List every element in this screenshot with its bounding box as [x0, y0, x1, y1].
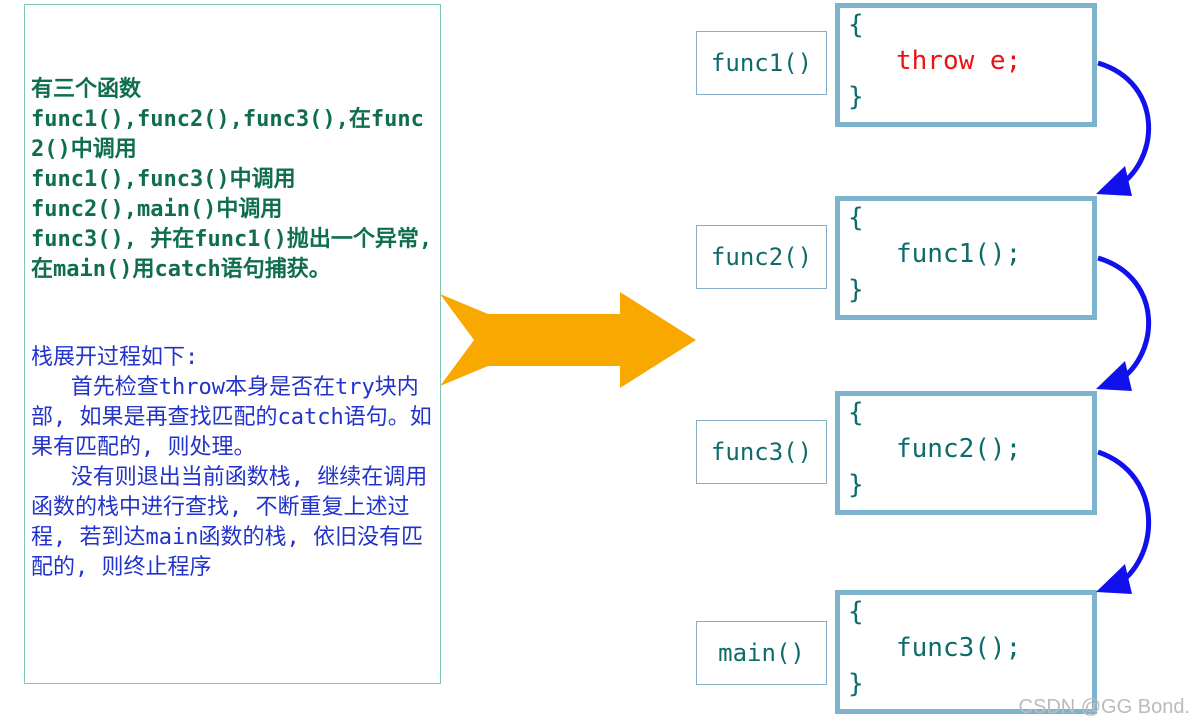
curved-arrow-icon — [1096, 449, 1152, 594]
big-right-arrow-icon — [440, 292, 696, 388]
main-body-box: { func3(); } — [835, 590, 1097, 714]
func1-label: func1() — [696, 31, 827, 95]
curved-arrow-icon — [1096, 255, 1152, 391]
close-brace: } — [848, 82, 864, 112]
curved-arrow-icon — [1096, 60, 1152, 196]
func-name: func1() — [710, 49, 813, 77]
open-brace: { — [848, 203, 864, 233]
func2-label: func2() — [696, 225, 827, 289]
func3-body-box: { func2(); } — [835, 391, 1097, 515]
call-statement: func1(); — [896, 239, 1022, 269]
stack-unwinding-text: 栈展开过程如下: 首先检查throw本身是否在try块内部, 如果是再查找匹配的… — [31, 345, 432, 580]
func-name: func3() — [710, 438, 813, 466]
func1-body-box: { throw e; } — [835, 3, 1097, 127]
func-name: main() — [718, 639, 805, 667]
call-statement: func3(); — [896, 633, 1022, 663]
close-brace: } — [848, 275, 864, 305]
func3-label: func3() — [696, 420, 827, 484]
func2-body-box: { func1(); } — [835, 196, 1097, 320]
func-name: func2() — [710, 243, 813, 271]
description-panel: 有三个函数 func1(),func2(),func3(),在func2()中调… — [24, 4, 441, 684]
close-brace: } — [848, 470, 864, 500]
intro-text: 有三个函数 func1(),func2(),func3(),在func2()中调… — [31, 77, 433, 282]
open-brace: { — [848, 597, 864, 627]
throw-statement: throw e; — [896, 46, 1022, 76]
open-brace: { — [848, 10, 864, 40]
open-brace: { — [848, 398, 864, 428]
call-statement: func2(); — [896, 434, 1022, 464]
main-label: main() — [696, 621, 827, 685]
close-brace: } — [848, 669, 864, 699]
watermark: CSDN @GG Bond. — [1018, 696, 1190, 718]
